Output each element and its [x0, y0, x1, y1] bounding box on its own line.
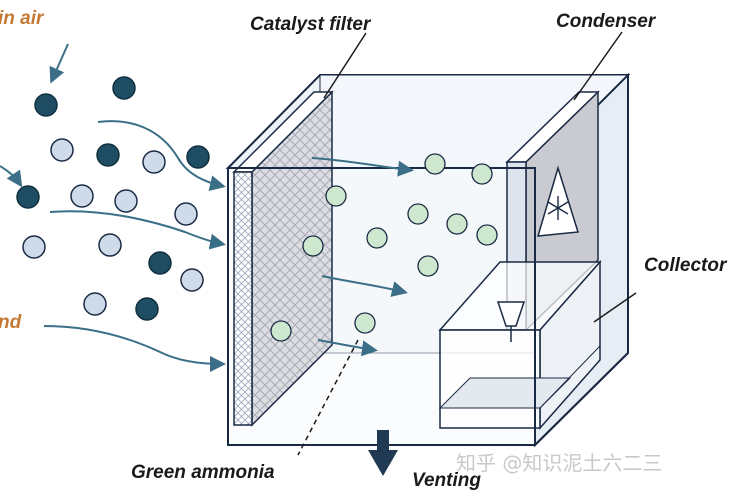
- molecule-ammonia: [366, 227, 388, 249]
- flow-arrow: [49, 43, 69, 84]
- molecule-ammonia: [407, 203, 429, 225]
- molecule-dark: [186, 145, 210, 169]
- flow-arrow: [311, 157, 414, 177]
- molecule-light: [50, 138, 74, 162]
- label-in-air: in air: [0, 8, 45, 29]
- molecule-light: [142, 150, 166, 174]
- label-green-ammonia: Green ammonia: [131, 462, 275, 483]
- leader-catalyst: [323, 32, 367, 99]
- molecule-light: [22, 235, 46, 259]
- molecule-light: [180, 268, 204, 292]
- label-collector: Collector: [644, 255, 728, 276]
- ammonia-molecules: [270, 153, 498, 342]
- leader-ammonia: [297, 339, 359, 456]
- molecule-light: [83, 292, 107, 316]
- flow-arrow: [0, 165, 23, 188]
- molecule-dark: [135, 297, 159, 321]
- flow-arrow: [43, 325, 226, 372]
- leader-condenser: [573, 31, 623, 101]
- molecule-ammonia: [354, 312, 376, 334]
- label-catalyst-filter: Catalyst filter: [250, 14, 372, 35]
- flow-arrow: [49, 210, 226, 250]
- label-venting: Venting: [412, 470, 481, 491]
- molecule-ammonia: [270, 320, 292, 342]
- collector: [438, 260, 602, 430]
- molecule-ammonia: [446, 213, 468, 235]
- leader-collector: [593, 292, 637, 323]
- molecule-ammonia: [325, 185, 347, 207]
- catalyst-filter: [232, 90, 334, 427]
- label-condenser: Condenser: [556, 11, 657, 32]
- molecule-dark: [96, 143, 120, 167]
- watermark: 知乎 @知识泥土六二三: [456, 451, 662, 475]
- down-arrow-icon: [368, 430, 398, 476]
- catalyst-filter-edge: [233, 171, 253, 426]
- molecule-ammonia: [302, 235, 324, 257]
- molecule-ammonia: [417, 255, 439, 277]
- molecule-light: [174, 202, 198, 226]
- molecule-light: [114, 189, 138, 213]
- molecule-light: [70, 184, 94, 208]
- molecule-dark: [34, 93, 58, 117]
- air-molecules: [16, 76, 210, 321]
- label-nd: nd: [0, 312, 22, 333]
- snowflake-warning-icon: [536, 165, 579, 237]
- molecule-ammonia: [471, 163, 493, 185]
- flow-arrow: [321, 275, 408, 297]
- molecule-dark: [16, 185, 40, 209]
- leader-lines: [297, 31, 637, 456]
- molecule-dark: [112, 76, 136, 100]
- molecule-dark: [148, 251, 172, 275]
- molecule-ammonia: [476, 224, 498, 246]
- airflow-arrows: [0, 43, 414, 372]
- molecule-light: [98, 233, 122, 257]
- drip-funnel-icon: [496, 301, 526, 342]
- flow-arrow: [317, 339, 378, 357]
- molecule-ammonia: [424, 153, 446, 175]
- flow-arrow: [97, 120, 226, 192]
